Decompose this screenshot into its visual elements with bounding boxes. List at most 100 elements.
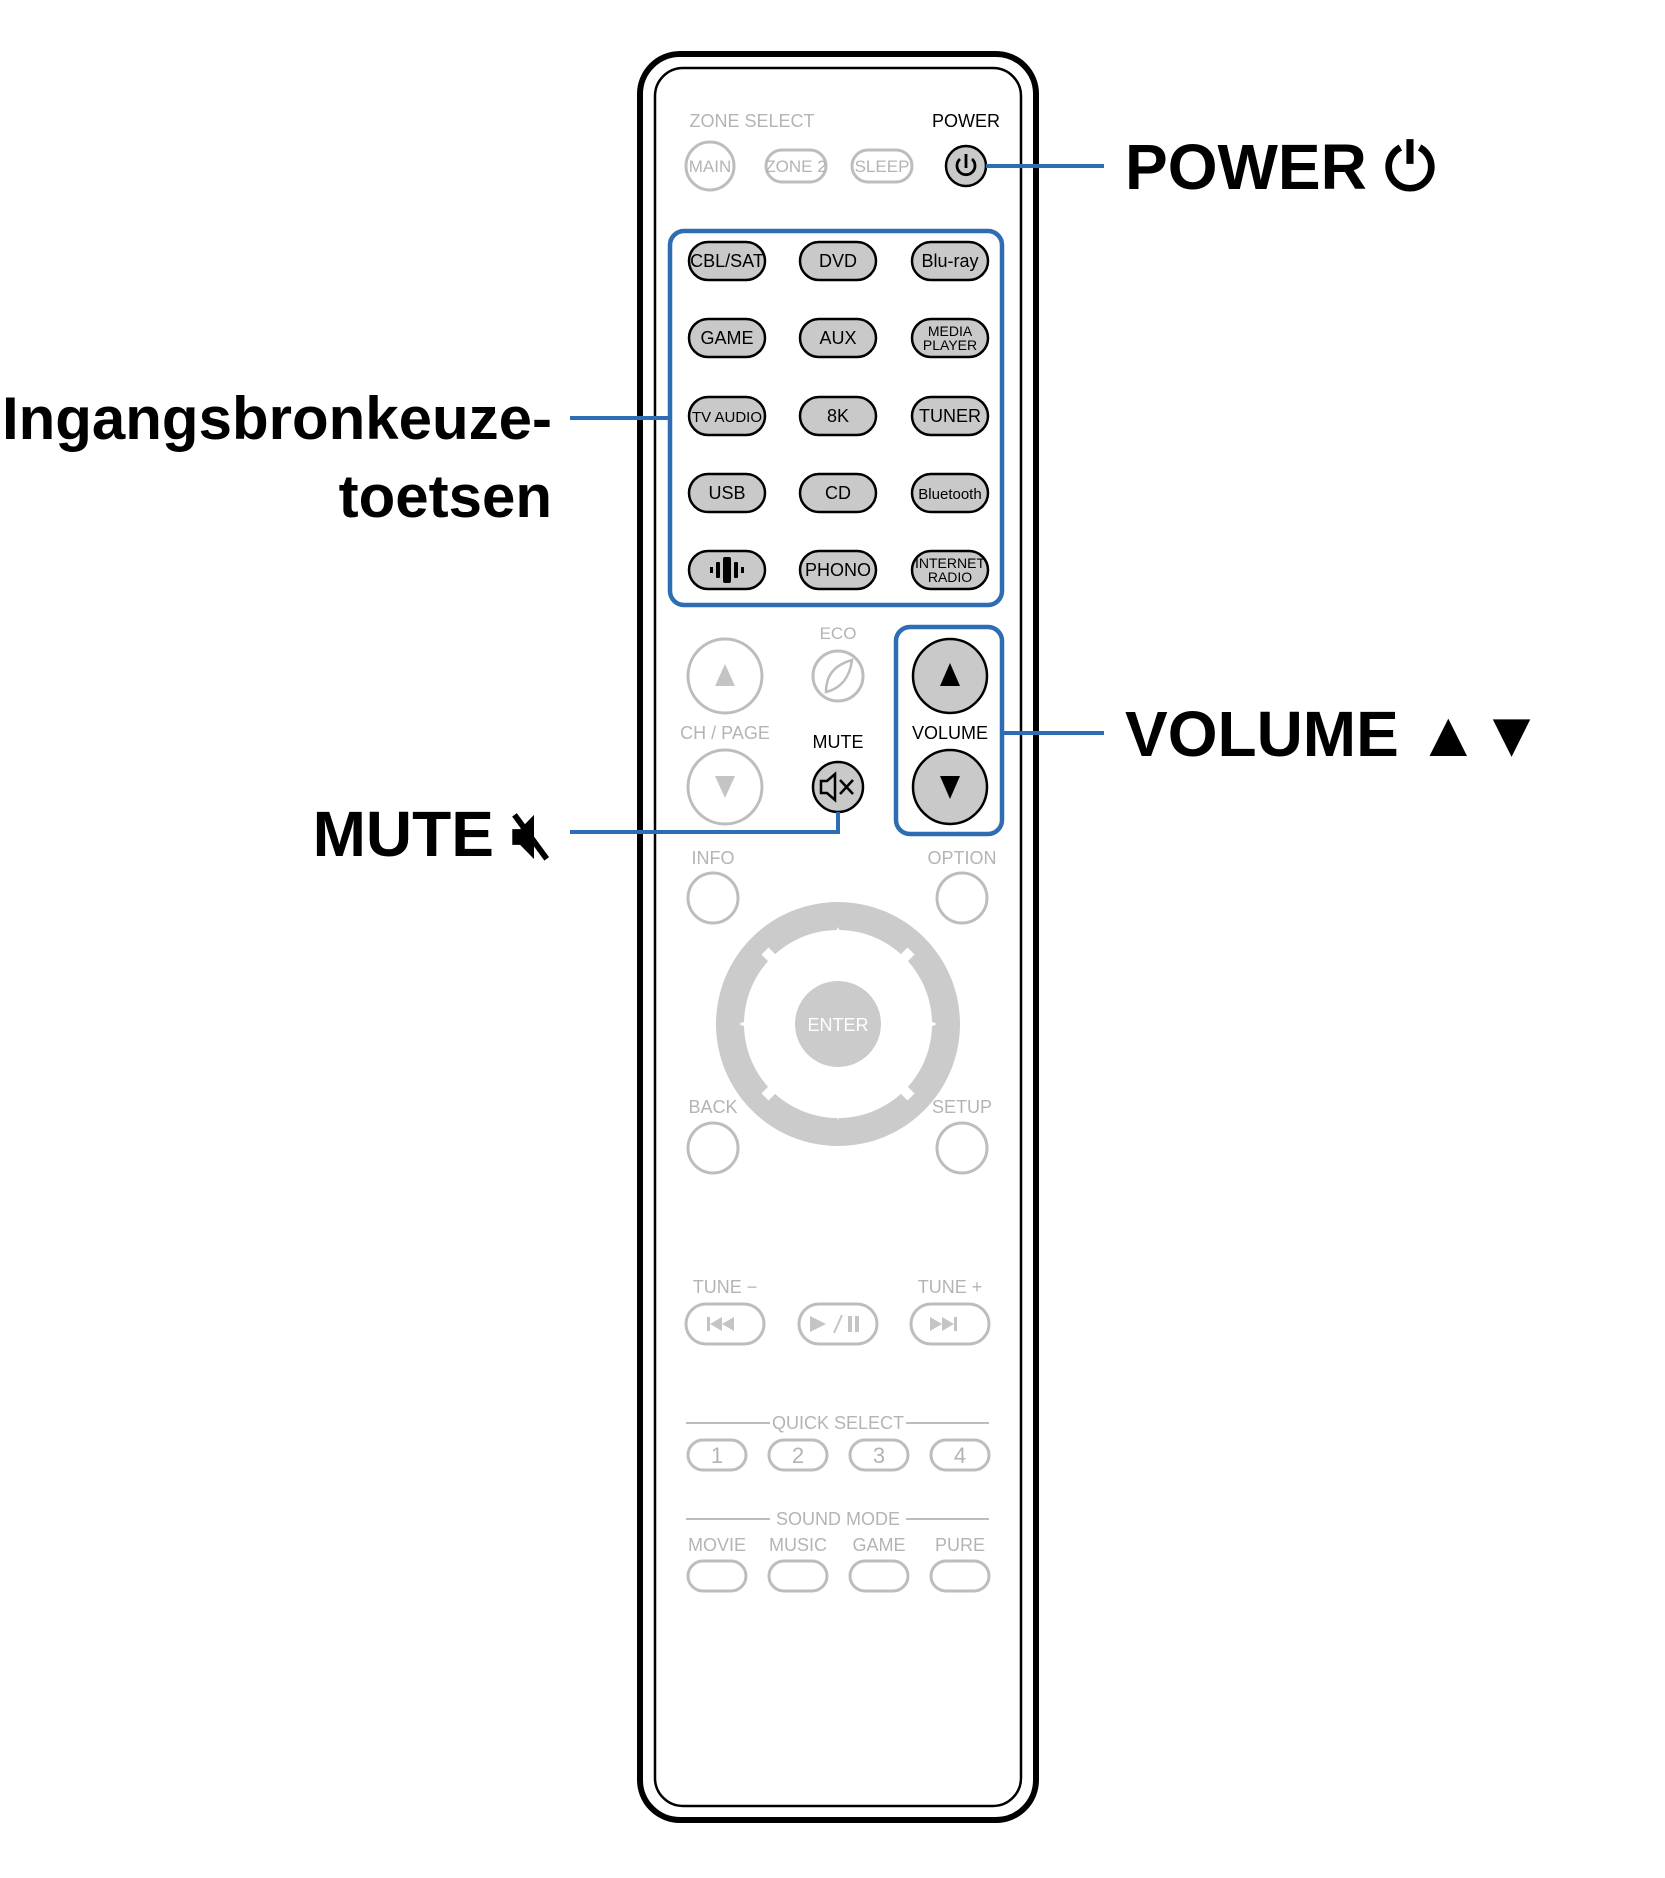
input-callout-line1: Ingangsbronkeuze- — [2, 385, 552, 452]
sound-mode-name: MUSIC — [769, 1535, 827, 1555]
source-button-label: GAME — [700, 328, 753, 348]
dpad-right-icon — [919, 1016, 937, 1032]
dpad-up-icon — [831, 927, 845, 943]
volume-callout-label: VOLUME ▲▼ — [1125, 698, 1543, 770]
ch-down-button[interactable] — [686, 748, 764, 826]
power-label: POWER — [932, 111, 1000, 131]
source-button-game[interactable]: GAME — [687, 317, 767, 359]
previous-button[interactable] — [684, 1302, 766, 1346]
source-button-tuner[interactable]: TUNER — [910, 395, 990, 437]
skip-forward-icon — [930, 1317, 957, 1331]
source-button-cbl-sat[interactable]: CBL/SAT — [687, 240, 767, 282]
quick-select-button-3[interactable]: 3 — [848, 1438, 910, 1472]
source-button-label: PHONO — [805, 560, 871, 580]
info-label: INFO — [692, 848, 735, 868]
leaf-icon — [824, 658, 854, 694]
source-button-label: CD — [825, 483, 851, 503]
sound-mode-button-game[interactable] — [848, 1559, 910, 1593]
source-button-label: TV AUDIO — [692, 409, 762, 426]
power-callout-label: POWER ⏻ — [1125, 131, 1436, 203]
directional-pad[interactable] — [716, 902, 960, 1146]
power-button[interactable] — [944, 144, 988, 188]
mute-icon — [819, 771, 854, 803]
quick-select-row: 1 2 3 4 — [686, 1438, 991, 1472]
volume-highlight — [893, 624, 1005, 837]
heos-icon — [710, 557, 744, 583]
sound-mode-button-movie[interactable] — [686, 1559, 748, 1593]
source-button-blu-ray[interactable]: Blu-ray — [910, 240, 990, 282]
sound-mode-row: MOVIE MUSIC GAME PURE — [686, 1535, 991, 1593]
source-button-label: 8K — [827, 406, 849, 426]
source-button-label: AUX — [819, 328, 856, 348]
ch-page-label: CH / PAGE — [680, 723, 770, 743]
down-arrow-icon — [715, 776, 735, 798]
quick-select-button-1[interactable]: 1 — [686, 1438, 748, 1472]
up-arrow-icon — [940, 663, 960, 686]
quick-select-number: 4 — [954, 1443, 966, 1468]
input-callout-line2: toetsen — [339, 463, 552, 530]
source-button-aux[interactable]: AUX — [798, 317, 878, 359]
source-button-label: USB — [708, 483, 745, 503]
main-button[interactable]: MAIN — [684, 140, 736, 192]
quick-select-number: 3 — [873, 1443, 885, 1468]
next-button[interactable] — [909, 1302, 991, 1346]
mute-label: MUTE — [813, 732, 864, 752]
callout-lines — [570, 164, 1104, 834]
volume-down-button[interactable] — [911, 748, 989, 826]
zone2-button-label: ZONE 2 — [765, 157, 826, 176]
quick-select-button-4[interactable]: 4 — [929, 1438, 991, 1472]
quick-select-button-2[interactable]: 2 — [767, 1438, 829, 1472]
sound-mode-name: PURE — [935, 1535, 985, 1555]
enter-button-label[interactable]: ENTER — [807, 1015, 868, 1035]
skip-back-icon — [707, 1317, 734, 1331]
source-button-tv-audio[interactable]: TV AUDIO — [687, 395, 767, 437]
quick-select-number: 1 — [711, 1443, 723, 1468]
sound-mode-name: MOVIE — [688, 1535, 746, 1555]
play-pause-button[interactable] — [797, 1302, 879, 1346]
back-button[interactable] — [686, 1121, 740, 1175]
back-label: BACK — [688, 1097, 737, 1117]
source-button-usb[interactable]: USB — [687, 472, 767, 514]
zone2-button[interactable]: ZONE 2 — [764, 148, 828, 184]
mute-callout-label: MUTE 🔇︎ — [313, 798, 552, 870]
dpad-left-icon — [739, 1016, 757, 1032]
zone-select-label: ZONE SELECT — [689, 111, 814, 131]
setup-button[interactable] — [935, 1121, 989, 1175]
option-button[interactable] — [935, 871, 989, 925]
sound-mode-label: SOUND MODE — [776, 1509, 900, 1529]
option-label: OPTION — [927, 848, 996, 868]
sound-mode-name: GAME — [852, 1535, 905, 1555]
down-arrow-icon — [940, 776, 960, 799]
source-button-dvd[interactable]: DVD — [798, 240, 878, 282]
source-button-cd[interactable]: CD — [798, 472, 878, 514]
setup-label: SETUP — [932, 1097, 992, 1117]
tune-plus-label: TUNE + — [918, 1277, 983, 1297]
source-button-bluetooth[interactable]: Bluetooth — [910, 472, 990, 514]
sound-mode-button-pure[interactable] — [929, 1559, 991, 1593]
mute-button[interactable] — [811, 760, 865, 814]
dpad-down-icon — [831, 1104, 845, 1120]
eco-label: ECO — [820, 624, 857, 643]
sleep-button[interactable]: SLEEP — [850, 148, 914, 184]
volume-up-button[interactable] — [911, 637, 989, 715]
source-button-phono[interactable]: PHONO — [798, 549, 878, 591]
quick-select-number: 2 — [792, 1443, 804, 1468]
main-button-label: MAIN — [689, 157, 732, 176]
up-arrow-icon — [715, 664, 735, 686]
source-button-label: TUNER — [919, 406, 981, 426]
info-button[interactable] — [686, 871, 740, 925]
source-button-8k[interactable]: 8K — [798, 395, 878, 437]
power-icon — [955, 154, 977, 177]
source-button-label: DVD — [819, 251, 857, 271]
source-button-heos[interactable] — [687, 549, 767, 591]
sleep-button-label: SLEEP — [855, 157, 910, 176]
eco-button[interactable] — [811, 649, 865, 703]
source-button-label: CBL/SAT — [690, 251, 764, 271]
ch-up-button[interactable] — [686, 637, 764, 715]
sound-mode-button-music[interactable] — [767, 1559, 829, 1593]
